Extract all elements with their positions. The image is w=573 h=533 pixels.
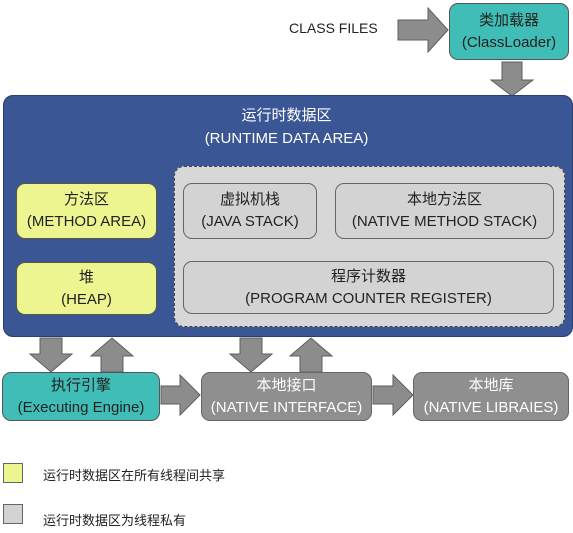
pc-register-title: 程序计数器 [330, 267, 406, 285]
java-stack-title: 虚拟机栈 [219, 191, 280, 208]
native-libraries-box[interactable]: 本地库 (NATIVE LIBRAIES) [413, 372, 569, 421]
engine-title: 执行引擎 [50, 376, 111, 394]
executing-engine-box[interactable]: 执行引擎 (Executing Engine) [2, 372, 160, 421]
legend-private-swatch [3, 504, 23, 524]
native-stack-subtitle: (NATIVE METHOD STACK) [351, 213, 538, 230]
arrow-classfiles-to-classloader [397, 6, 449, 54]
method-area-box[interactable]: 方法区 (METHOD AREA) [16, 183, 157, 239]
runtime-title: 运行时数据区 [241, 107, 332, 124]
engine-subtitle: (Executing Engine) [17, 398, 145, 416]
native-libraries-title: 本地库 [468, 376, 514, 394]
native-libraries-subtitle: (NATIVE LIBRAIES) [423, 398, 559, 416]
method-area-title: 方法区 [63, 191, 109, 208]
native-interface-title: 本地接口 [256, 376, 317, 394]
native-interface-box[interactable]: 本地接口 (NATIVE INTERFACE) [201, 372, 372, 421]
arrow-classloader-to-runtime [489, 61, 535, 97]
legend-private-label: 运行时数据区为线程私有 [43, 513, 187, 528]
pc-register-subtitle: (PROGRAM COUNTER REGISTER) [245, 289, 492, 307]
classloader-box[interactable]: 类加载器 (ClassLoader) [449, 3, 569, 60]
arrow-native-interface-to-runtime [288, 337, 334, 373]
legend-shared-swatch [3, 463, 23, 483]
native-stack-title: 本地方法区 [406, 191, 482, 208]
heap-title: 堆 [78, 268, 94, 286]
arrow-runtime-to-engine [28, 337, 74, 373]
arrow-engine-to-runtime [89, 337, 135, 373]
arrow-engine-to-native-interface [160, 373, 201, 417]
classloader-subtitle: (ClassLoader) [461, 33, 557, 51]
classloader-title: 类加载器 [478, 11, 539, 29]
heap-box[interactable]: 堆 (HEAP) [16, 262, 157, 315]
native-method-stack-box[interactable]: 本地方法区 (NATIVE METHOD STACK) [335, 183, 554, 239]
native-interface-subtitle: (NATIVE INTERFACE) [210, 398, 363, 416]
class-files-label: CLASS FILES [289, 20, 378, 36]
java-stack-box[interactable]: 虚拟机栈 (JAVA STACK) [183, 183, 317, 239]
java-stack-subtitle: (JAVA STACK) [201, 213, 299, 230]
program-counter-register-box[interactable]: 程序计数器 (PROGRAM COUNTER REGISTER) [183, 261, 554, 314]
heap-subtitle: (HEAP) [61, 290, 112, 308]
method-area-subtitle: (METHOD AREA) [26, 213, 147, 230]
arrow-native-interface-to-libraries [372, 373, 414, 417]
arrow-runtime-to-native-interface [228, 337, 274, 373]
legend-shared-label: 运行时数据区在所有线程间共享 [43, 468, 226, 483]
runtime-data-area-title: 运行时数据区 (RUNTIME DATA AREA) [0, 104, 573, 150]
runtime-subtitle: (RUNTIME DATA AREA) [204, 130, 369, 147]
